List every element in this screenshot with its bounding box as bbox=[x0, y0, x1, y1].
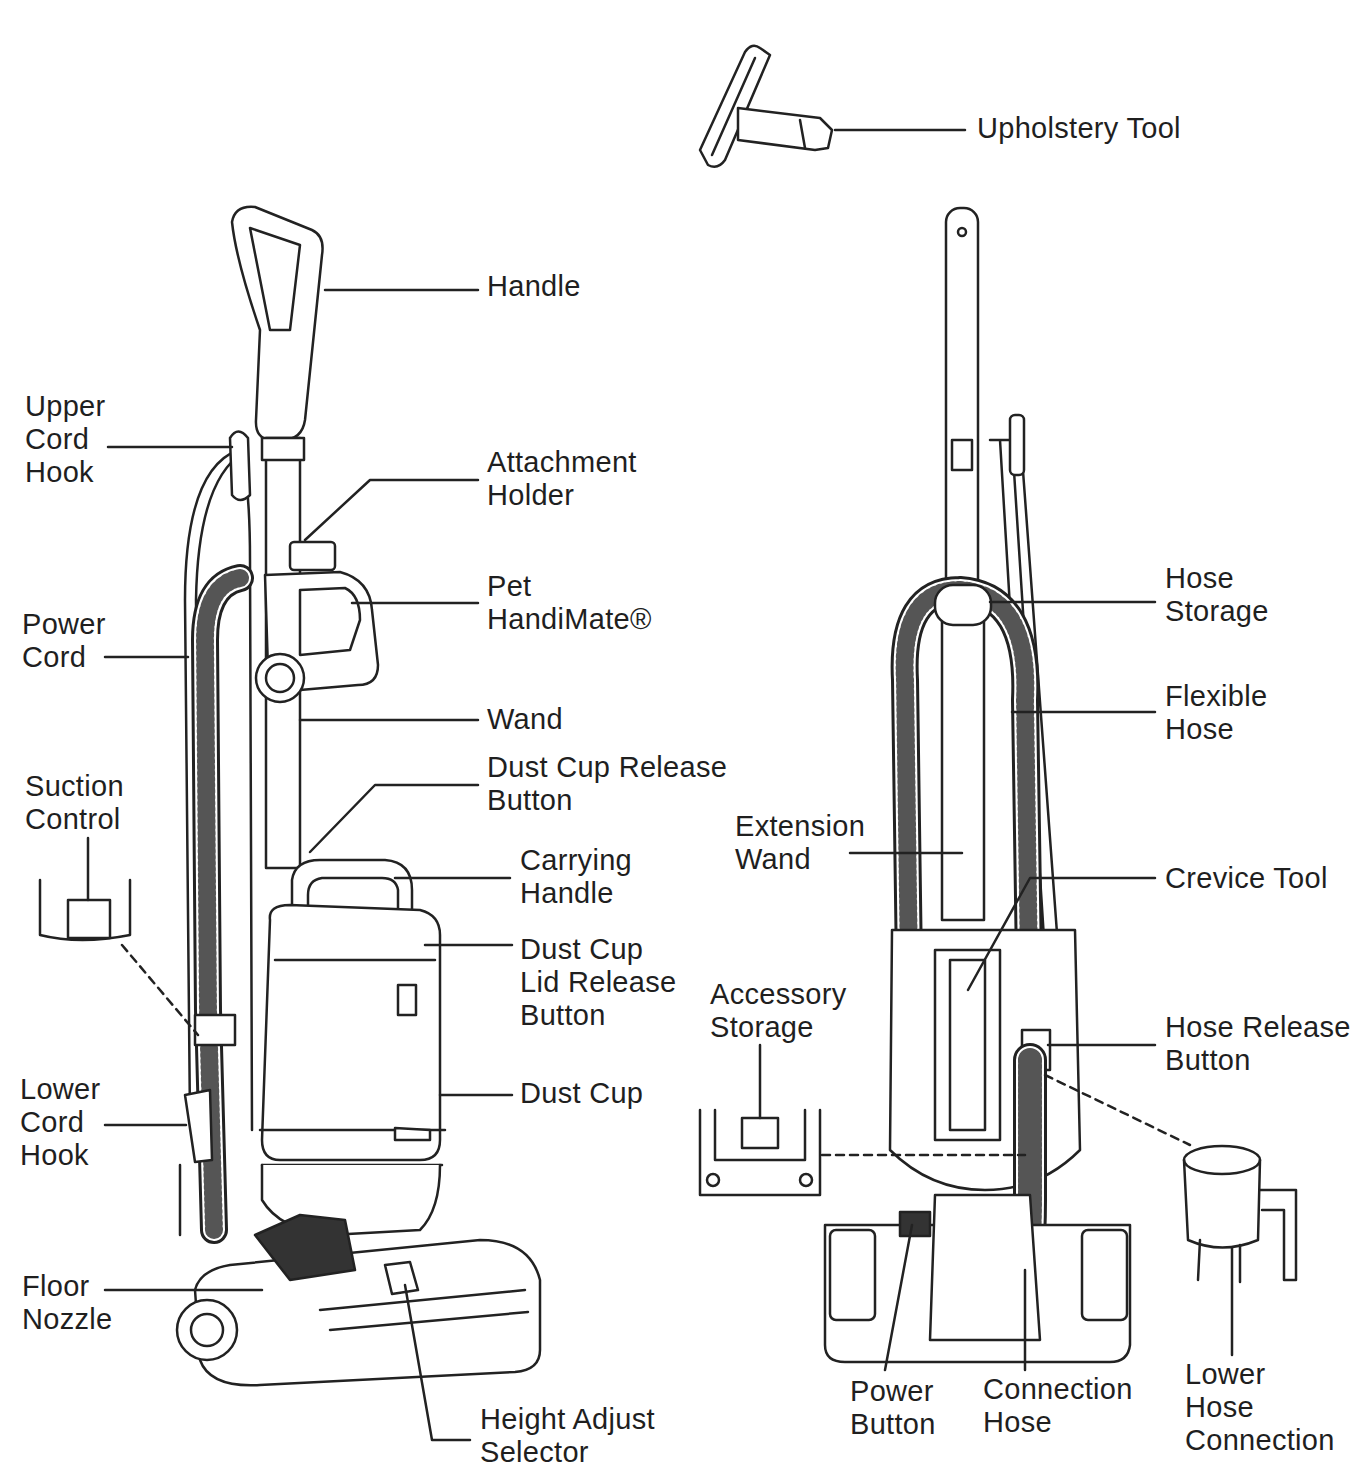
part-label: Lower Cord Hook bbox=[20, 1073, 101, 1172]
part-label: Crevice Tool bbox=[1165, 862, 1328, 895]
part-label: Lower Hose Connection bbox=[1185, 1358, 1335, 1457]
part-label: Attachment Holder bbox=[487, 446, 637, 512]
part-label: Dust Cup Lid Release Button bbox=[520, 933, 676, 1032]
part-label: Flexible Hose bbox=[1165, 680, 1267, 746]
leader-lines bbox=[88, 130, 1232, 1440]
suction-control-inset bbox=[40, 880, 198, 1035]
part-label: Dust Cup Release Button bbox=[487, 751, 727, 817]
part-label: Floor Nozzle bbox=[22, 1270, 112, 1336]
part-label: Wand bbox=[487, 703, 563, 736]
part-label: Power Cord bbox=[22, 608, 106, 674]
upright-vacuum-back bbox=[825, 208, 1130, 1362]
lower-hose-connection-inset bbox=[1045, 1075, 1296, 1282]
accessory-storage-inset bbox=[700, 1110, 1025, 1195]
part-label: Suction Control bbox=[25, 770, 124, 836]
part-label: Carrying Handle bbox=[520, 844, 632, 910]
part-label: Hose Release Button bbox=[1165, 1011, 1351, 1077]
part-label: Pet HandiMate® bbox=[487, 570, 652, 636]
part-label: Power Button bbox=[850, 1375, 936, 1441]
part-label: Dust Cup bbox=[520, 1077, 643, 1110]
part-label: Extension Wand bbox=[735, 810, 865, 876]
part-label: Height Adjust Selector bbox=[480, 1403, 655, 1469]
part-label: Upholstery Tool bbox=[977, 112, 1181, 145]
part-label: Accessory Storage bbox=[710, 978, 846, 1044]
part-label: Connection Hose bbox=[983, 1373, 1133, 1439]
part-label: Hose Storage bbox=[1165, 562, 1269, 628]
upright-vacuum-front bbox=[177, 207, 540, 1386]
part-label: Upper Cord Hook bbox=[25, 390, 106, 489]
upholstery-tool bbox=[700, 46, 832, 167]
part-label: Handle bbox=[487, 270, 581, 303]
